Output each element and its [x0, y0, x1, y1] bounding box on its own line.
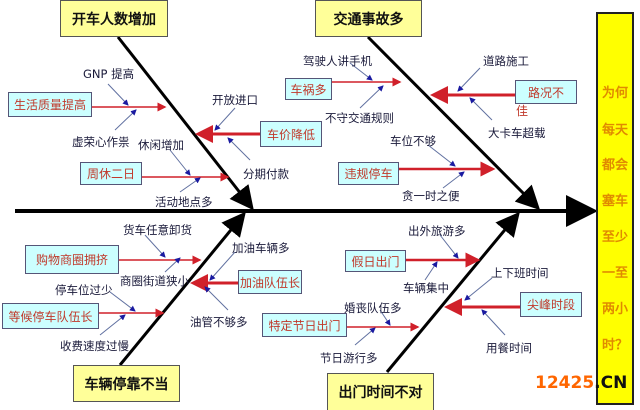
sub-cause: 分期付款 [243, 167, 289, 181]
cause-illegal-parking: 违规停车 [338, 162, 399, 185]
problem-line: 两小 [601, 302, 628, 317]
problem-line: 塞车 [601, 194, 628, 209]
sub-cause: 加油车辆多 [232, 241, 290, 255]
cause-festival: 特定节日出门 [262, 313, 347, 337]
cause-gas-queue: 加油队伍长 [238, 270, 302, 294]
cause-road-condition: 路况不 [515, 80, 577, 104]
sub-cause: 收费速度过慢 [60, 339, 129, 353]
sub-cause: 停车位过少 [55, 283, 113, 297]
sub-cause: 商圈街道狭小 [120, 274, 189, 288]
watermark: 12425.CN [535, 373, 627, 393]
sub-cause: 活动地点多 [155, 195, 213, 209]
sub-cause: 节日游行多 [320, 351, 378, 365]
bone-timing [385, 211, 520, 373]
sub-cause: 出外旅游多 [408, 224, 466, 238]
cause-shopping: 购物商圈拥挤 [25, 245, 119, 274]
sub-cause: 车辆集中 [403, 281, 449, 295]
sub-cause: 虚荣心作祟 [72, 135, 130, 149]
sub-cause: 道路施工 [483, 54, 529, 68]
bone-accidents [366, 35, 541, 211]
sub-cause: 货车任意卸货 [123, 223, 192, 237]
sub-cause: 贪一时之便 [402, 189, 460, 203]
sub-cause: 不守交通规则 [325, 111, 394, 125]
sub-cause: 油管不够多 [190, 315, 248, 329]
problem-line: 每天 [601, 123, 628, 138]
category-accidents: 交通事故多 [315, 0, 422, 37]
category-timing: 出门时间不对 [327, 373, 434, 410]
bone-parking [118, 211, 246, 366]
bone-more-drivers [116, 36, 254, 211]
category-parking: 车辆停靠不当 [73, 365, 180, 402]
sub-cause: 车位不够 [390, 134, 436, 148]
sub-cause: GNP 提高 [83, 67, 135, 81]
cause-peak: 尖峰时段 [520, 292, 582, 317]
sub-cause: 上下班时间 [491, 266, 549, 280]
problem-line: 时？ [601, 338, 628, 353]
cause-living-standard: 生活质量提高 [8, 92, 92, 117]
sub-cause: 用餐时间 [486, 341, 532, 355]
problem-line: 至少 [601, 230, 628, 245]
problem-box: 为何 每天 都会 塞车 至少 一至 两小 时？ [596, 12, 634, 405]
problem-line: 为何 [601, 86, 628, 101]
problem-line: 都会 [601, 158, 628, 173]
watermark-number: 12425 [535, 373, 595, 393]
watermark-suffix: .CN [594, 373, 628, 393]
sub-cause: 驾驶人讲手机 [303, 54, 372, 68]
problem-line: 一至 [601, 266, 628, 281]
sub-cause: 开放进口 [212, 93, 258, 107]
cause-road-condition-cont: 佳 [516, 104, 529, 118]
cause-holiday: 假日出门 [345, 250, 406, 272]
cause-weekend: 周休二日 [80, 162, 142, 185]
sub-cause: 婚丧队伍多 [344, 301, 402, 315]
cause-crashes: 车祸多 [285, 78, 332, 100]
cause-car-price: 车价降低 [260, 121, 322, 147]
sub-cause: 休闲增加 [138, 138, 184, 152]
category-more-drivers: 开车人数增加 [60, 0, 168, 37]
sub-cause: 大卡车超载 [488, 126, 546, 140]
cause-parking-queue: 等候停车队伍长 [2, 303, 99, 329]
